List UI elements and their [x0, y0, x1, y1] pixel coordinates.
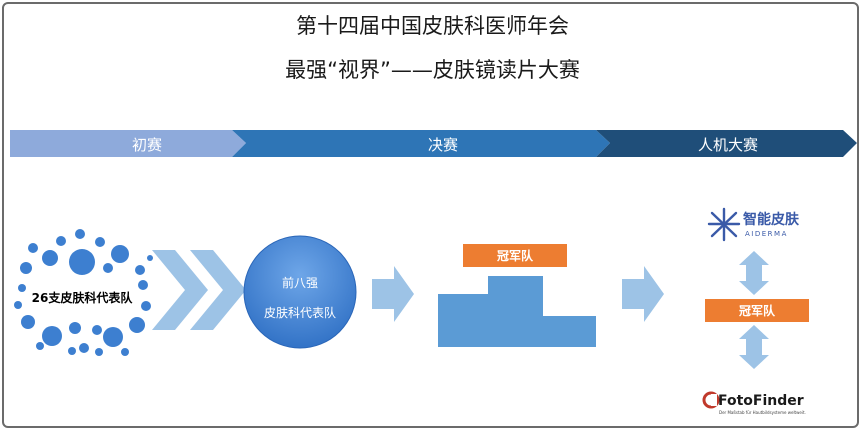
- chevron-1: [152, 250, 208, 330]
- double-chevron-arrow: [152, 250, 246, 330]
- stage-label-1: 初赛: [132, 136, 162, 154]
- team-dot: [121, 348, 129, 356]
- human-champion-label: 冠军队: [739, 303, 776, 318]
- chevron-2: [190, 250, 246, 330]
- team-dot: [92, 325, 102, 335]
- top8-label-2: 皮肤科代表队: [264, 305, 336, 320]
- aiderma-en-text: AIDERMA: [745, 230, 788, 238]
- champion-label: 冠军队: [497, 248, 534, 263]
- team-dot: [75, 229, 85, 239]
- team-dot: [28, 243, 38, 253]
- team-dot: [138, 280, 148, 290]
- team-dot: [111, 245, 129, 263]
- team-dot: [42, 326, 62, 346]
- aiderma-logo: 智能皮肤 AIDERMA: [707, 207, 800, 242]
- podium-group: 冠军队: [438, 244, 596, 347]
- team-dot: [129, 317, 145, 333]
- team-dot: [95, 237, 105, 247]
- diagram-frame: [2, 2, 859, 428]
- arrow-right-1: [372, 266, 414, 322]
- team-dot: [95, 348, 103, 356]
- team-dot: [69, 322, 81, 334]
- title-line-1: 第十四届中国皮肤科医师年会: [296, 14, 569, 38]
- stage-chevron-3: [596, 130, 857, 157]
- team-dot: [103, 263, 113, 273]
- stage-label-3: 人机大赛: [698, 136, 758, 154]
- stage-label-2: 决赛: [428, 136, 458, 154]
- team-dot: [69, 249, 95, 275]
- updown-arrow-bottom: [739, 325, 769, 369]
- team-dot: [18, 284, 26, 292]
- aiderma-cn-text: 智能皮肤: [742, 211, 800, 228]
- team-dot: [42, 250, 58, 266]
- team-dot: [21, 315, 35, 329]
- human-champion-badge: [705, 299, 809, 322]
- updown-arrow-top: [739, 251, 769, 295]
- aiderma-icon: [707, 207, 741, 242]
- team-dot: [56, 236, 66, 246]
- team-dot: [79, 343, 89, 353]
- team-dot: [135, 265, 145, 275]
- teams-label: 26支皮肤科代表队: [32, 290, 134, 305]
- team-dot: [14, 301, 22, 309]
- fotofinder-logo: FotoFinder Der Maßstab für Hautbildsyste…: [702, 391, 806, 415]
- fotofinder-icon: [702, 391, 720, 409]
- stage-chevron-2: [232, 130, 610, 157]
- stage-chevron-1: [10, 130, 246, 157]
- arrow-right-2: [622, 266, 664, 322]
- team-dot: [147, 255, 153, 261]
- team-dot: [68, 347, 76, 355]
- fotofinder-text: FotoFinder: [718, 393, 804, 409]
- podium: [438, 276, 596, 347]
- champion-badge: [463, 244, 567, 267]
- top8-circle: 前八强 皮肤科代表队: [243, 235, 357, 349]
- team-dot: [141, 301, 151, 311]
- team-dot: [20, 262, 32, 274]
- team-dot: [103, 327, 123, 347]
- top8-label-1: 前八强: [282, 275, 318, 290]
- team-dot: [36, 342, 44, 350]
- fotofinder-tagline: Der Maßstab für Hautbildsysteme weltweit…: [719, 410, 806, 415]
- teams-cluster: 26支皮肤科代表队: [14, 229, 153, 356]
- stage-banner: 初赛 决赛 人机大赛: [10, 130, 857, 157]
- title-line-2: 最强“视界”——皮肤镜读片大赛: [285, 58, 580, 82]
